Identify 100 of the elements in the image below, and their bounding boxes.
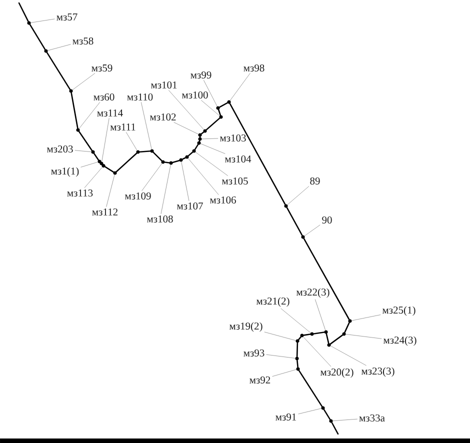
- leader-line: [264, 332, 296, 341]
- route-segment: [344, 322, 350, 333]
- point-label: мз1(1): [51, 167, 79, 177]
- route-segment: [29, 24, 46, 50]
- route-segment: [182, 157, 186, 160]
- leader-line: [202, 138, 218, 140]
- point-label: мз114: [97, 109, 123, 117]
- route-segment: [172, 160, 180, 164]
- route-segment: [46, 52, 71, 90]
- route-segment: [298, 336, 302, 340]
- route-segment: [286, 207, 303, 236]
- leader-line: [230, 73, 250, 101]
- route-segment: [330, 334, 344, 344]
- point-label: мз101: [150, 81, 177, 89]
- point-label: мз105: [222, 177, 248, 185]
- point-label: мз57: [56, 14, 78, 20]
- route-segment: [116, 152, 138, 172]
- leader-line: [72, 73, 96, 90]
- point-label: мз106: [210, 196, 236, 204]
- route-segment: [331, 422, 339, 435]
- route-segment: [198, 140, 200, 142]
- leader-line: [204, 80, 218, 106]
- leader-line: [280, 308, 311, 333]
- route-segment: [188, 152, 194, 156]
- point-label: 90: [322, 216, 332, 224]
- point-label: мз203: [46, 145, 73, 153]
- leader-line: [30, 18, 55, 23]
- leader-line: [79, 102, 100, 129]
- point-label: мз102: [150, 113, 176, 121]
- route-segment: [303, 238, 350, 320]
- point-label: мз93: [244, 349, 264, 357]
- point-label: мз22(3): [296, 288, 330, 298]
- leader-line: [106, 174, 115, 207]
- route-segment: [70, 92, 78, 129]
- leader-line: [142, 163, 162, 191]
- leader-line: [168, 90, 204, 130]
- point-label: мз99: [190, 71, 212, 79]
- leader-line: [266, 354, 296, 358]
- point-label: мз23(3): [361, 367, 394, 377]
- route-segment: [93, 153, 100, 160]
- leader-line: [303, 336, 332, 367]
- route-segment: [296, 360, 298, 368]
- route-segment: [229, 103, 286, 205]
- route-segment: [303, 334, 311, 336]
- leader-line: [200, 144, 226, 154]
- point-label: мз109: [124, 192, 151, 200]
- leader-line: [352, 314, 381, 321]
- leader-line: [272, 369, 296, 377]
- point-label: мз58: [72, 37, 94, 45]
- point-label: мз59: [92, 64, 112, 72]
- point-label: мз92: [250, 376, 270, 384]
- leader-line: [287, 186, 310, 205]
- leader-line: [174, 122, 198, 134]
- leader-line: [330, 346, 366, 366]
- route-segment: [326, 333, 330, 344]
- leader-line: [74, 150, 92, 152]
- leader-line: [188, 158, 219, 195]
- point-label: мз33а: [359, 414, 385, 422]
- leader-line: [102, 118, 110, 162]
- route-segment: [164, 162, 170, 164]
- route-segment: [199, 136, 201, 138]
- point-label: мз21(2): [256, 297, 290, 307]
- leader-line: [126, 132, 138, 151]
- route-segment: [104, 166, 114, 173]
- point-label: мз25(1): [382, 306, 416, 316]
- point-label: мз104: [224, 155, 252, 163]
- leader-line: [181, 162, 190, 201]
- route-segment: [323, 409, 331, 420]
- route-segment: [194, 144, 199, 150]
- leader-line: [140, 102, 152, 150]
- point-label: мз20(2): [320, 368, 354, 378]
- point-label: мз24(3): [383, 336, 416, 346]
- route-segment: [296, 342, 298, 358]
- leader-line: [84, 167, 102, 188]
- leader-line: [304, 224, 320, 236]
- route-segment: [152, 152, 162, 162]
- route-segment: [18, 2, 29, 22]
- point-label: мз110: [127, 93, 153, 101]
- route-segment: [298, 370, 323, 407]
- leader-line: [314, 299, 326, 330]
- route-segment: [313, 332, 325, 334]
- leader-line: [298, 408, 322, 414]
- point-label: мз100: [182, 91, 208, 99]
- point-label: мз60: [94, 93, 114, 101]
- point-label: мз112: [92, 208, 118, 216]
- point-label: мз107: [176, 202, 203, 210]
- route-segment: [218, 109, 222, 116]
- leader-line: [332, 418, 358, 422]
- point-label: мз91: [276, 413, 296, 421]
- leader-line: [195, 152, 228, 176]
- point-label: мз98: [244, 64, 264, 72]
- route-segment: [219, 102, 228, 108]
- leader-line: [160, 164, 171, 214]
- point-label: мз108: [146, 215, 173, 223]
- leader-line: [346, 334, 382, 339]
- leader-line: [201, 100, 220, 116]
- point-label: мз19(2): [229, 322, 262, 332]
- route-segment: [200, 132, 204, 134]
- route-segment: [78, 131, 93, 151]
- route-segment: [139, 150, 151, 152]
